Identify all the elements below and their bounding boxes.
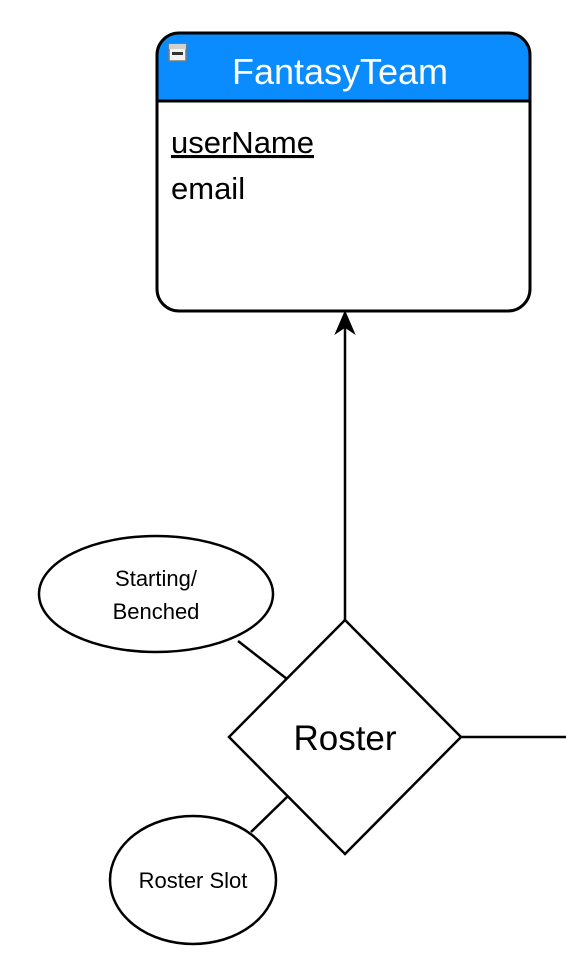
entity-title: FantasyTeam — [232, 51, 448, 92]
relationship-to-entity-arrow — [334, 310, 356, 620]
relationship-diamond — [227, 618, 463, 856]
attribute-label: Roster Slot — [139, 868, 248, 893]
attribute-label-line1: Starting/ — [115, 566, 198, 591]
attribute-ellipse — [108, 814, 278, 946]
entity-outline — [155, 31, 532, 313]
arrow-head-icon — [334, 310, 356, 336]
relationship-roster[interactable]: Roster — [227, 618, 463, 856]
attribute-connector-roster-slot — [250, 795, 289, 833]
attribute-starting-benched[interactable]: Starting/ Benched — [37, 534, 275, 654]
relationship-label: Roster — [293, 719, 396, 758]
attribute-connector-starting — [237, 640, 288, 680]
entity-fantasyteam[interactable]: FantasyTeam userName email — [155, 31, 532, 313]
attribute-ellipse — [37, 534, 275, 654]
attribute-roster-slot[interactable]: Roster Slot — [108, 814, 278, 946]
attribute-username: userName — [171, 125, 314, 160]
attribute-email: email — [171, 171, 245, 206]
attribute-label-line2: Benched — [113, 599, 200, 624]
entity-header — [157, 33, 530, 101]
minus-box-icon[interactable] — [168, 43, 187, 62]
